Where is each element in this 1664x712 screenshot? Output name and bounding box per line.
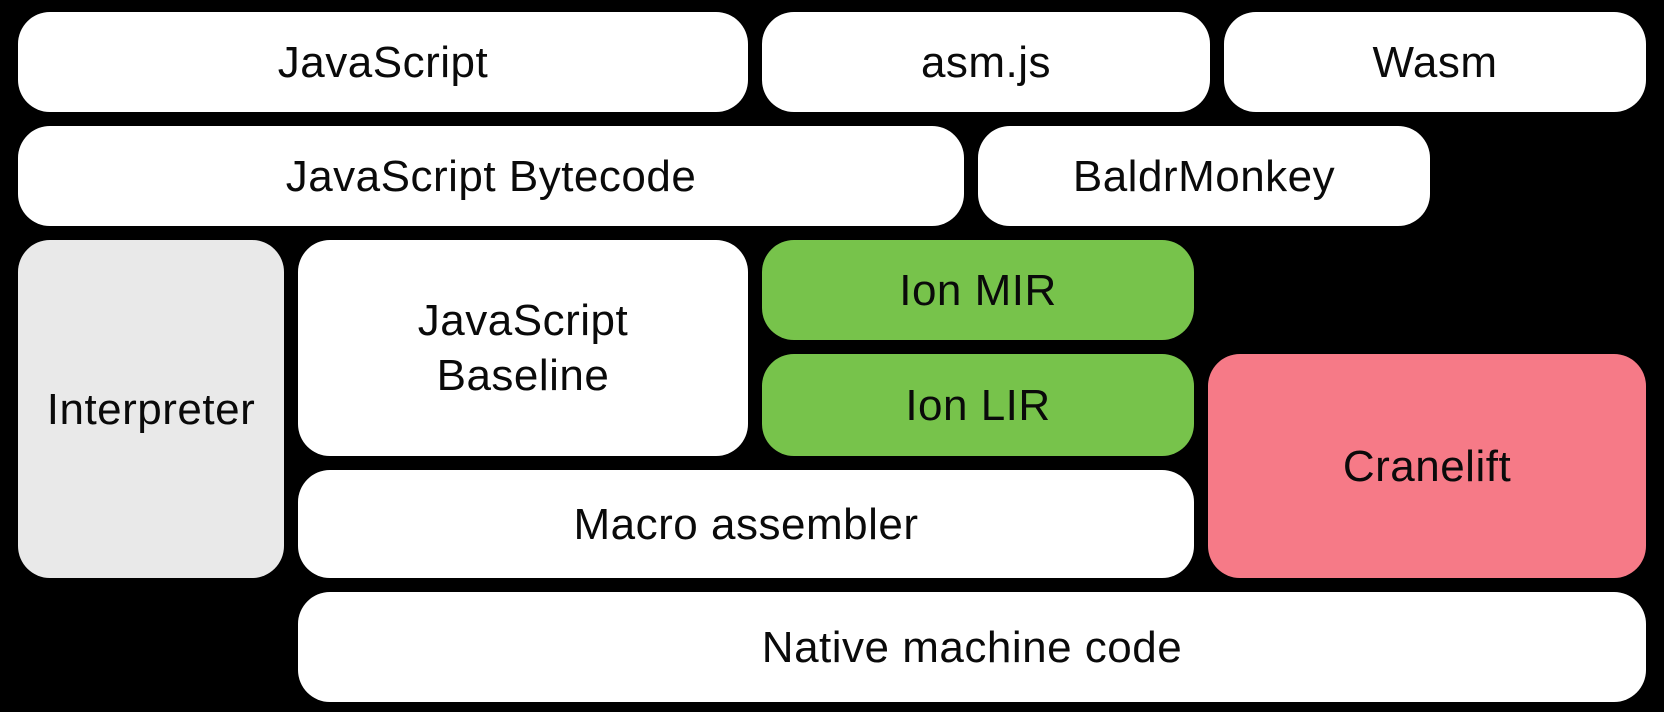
- node-javascript-bytecode-label: JavaScript Bytecode: [285, 151, 697, 201]
- node-javascript-label: JavaScript: [277, 37, 489, 87]
- node-native-machine-code: Native machine code: [298, 592, 1646, 702]
- node-asmjs-label: asm.js: [920, 37, 1052, 87]
- node-ion-lir: Ion LIR: [762, 354, 1194, 456]
- node-cranelift: Cranelift: [1208, 354, 1646, 578]
- node-ion-lir-label: Ion LIR: [905, 380, 1051, 430]
- node-baldrmonkey: BaldrMonkey: [978, 126, 1430, 226]
- node-ion-mir: Ion MIR: [762, 240, 1194, 340]
- node-native-machine-code-label: Native machine code: [761, 622, 1183, 672]
- node-javascript-baseline-label: JavaScript Baseline: [417, 296, 629, 400]
- node-ion-mir-label: Ion MIR: [899, 265, 1057, 315]
- node-wasm: Wasm: [1224, 12, 1646, 112]
- node-macro-assembler-label: Macro assembler: [573, 499, 919, 549]
- node-macro-assembler: Macro assembler: [298, 470, 1194, 578]
- node-javascript-baseline: JavaScript Baseline: [298, 240, 748, 456]
- node-baldrmonkey-label: BaldrMonkey: [1072, 151, 1336, 201]
- node-javascript: JavaScript: [18, 12, 748, 112]
- node-asmjs: asm.js: [762, 12, 1210, 112]
- node-interpreter: Interpreter: [18, 240, 284, 578]
- node-javascript-bytecode: JavaScript Bytecode: [18, 126, 964, 226]
- node-wasm-label: Wasm: [1372, 37, 1498, 87]
- node-cranelift-label: Cranelift: [1342, 441, 1512, 491]
- node-interpreter-label: Interpreter: [46, 384, 256, 434]
